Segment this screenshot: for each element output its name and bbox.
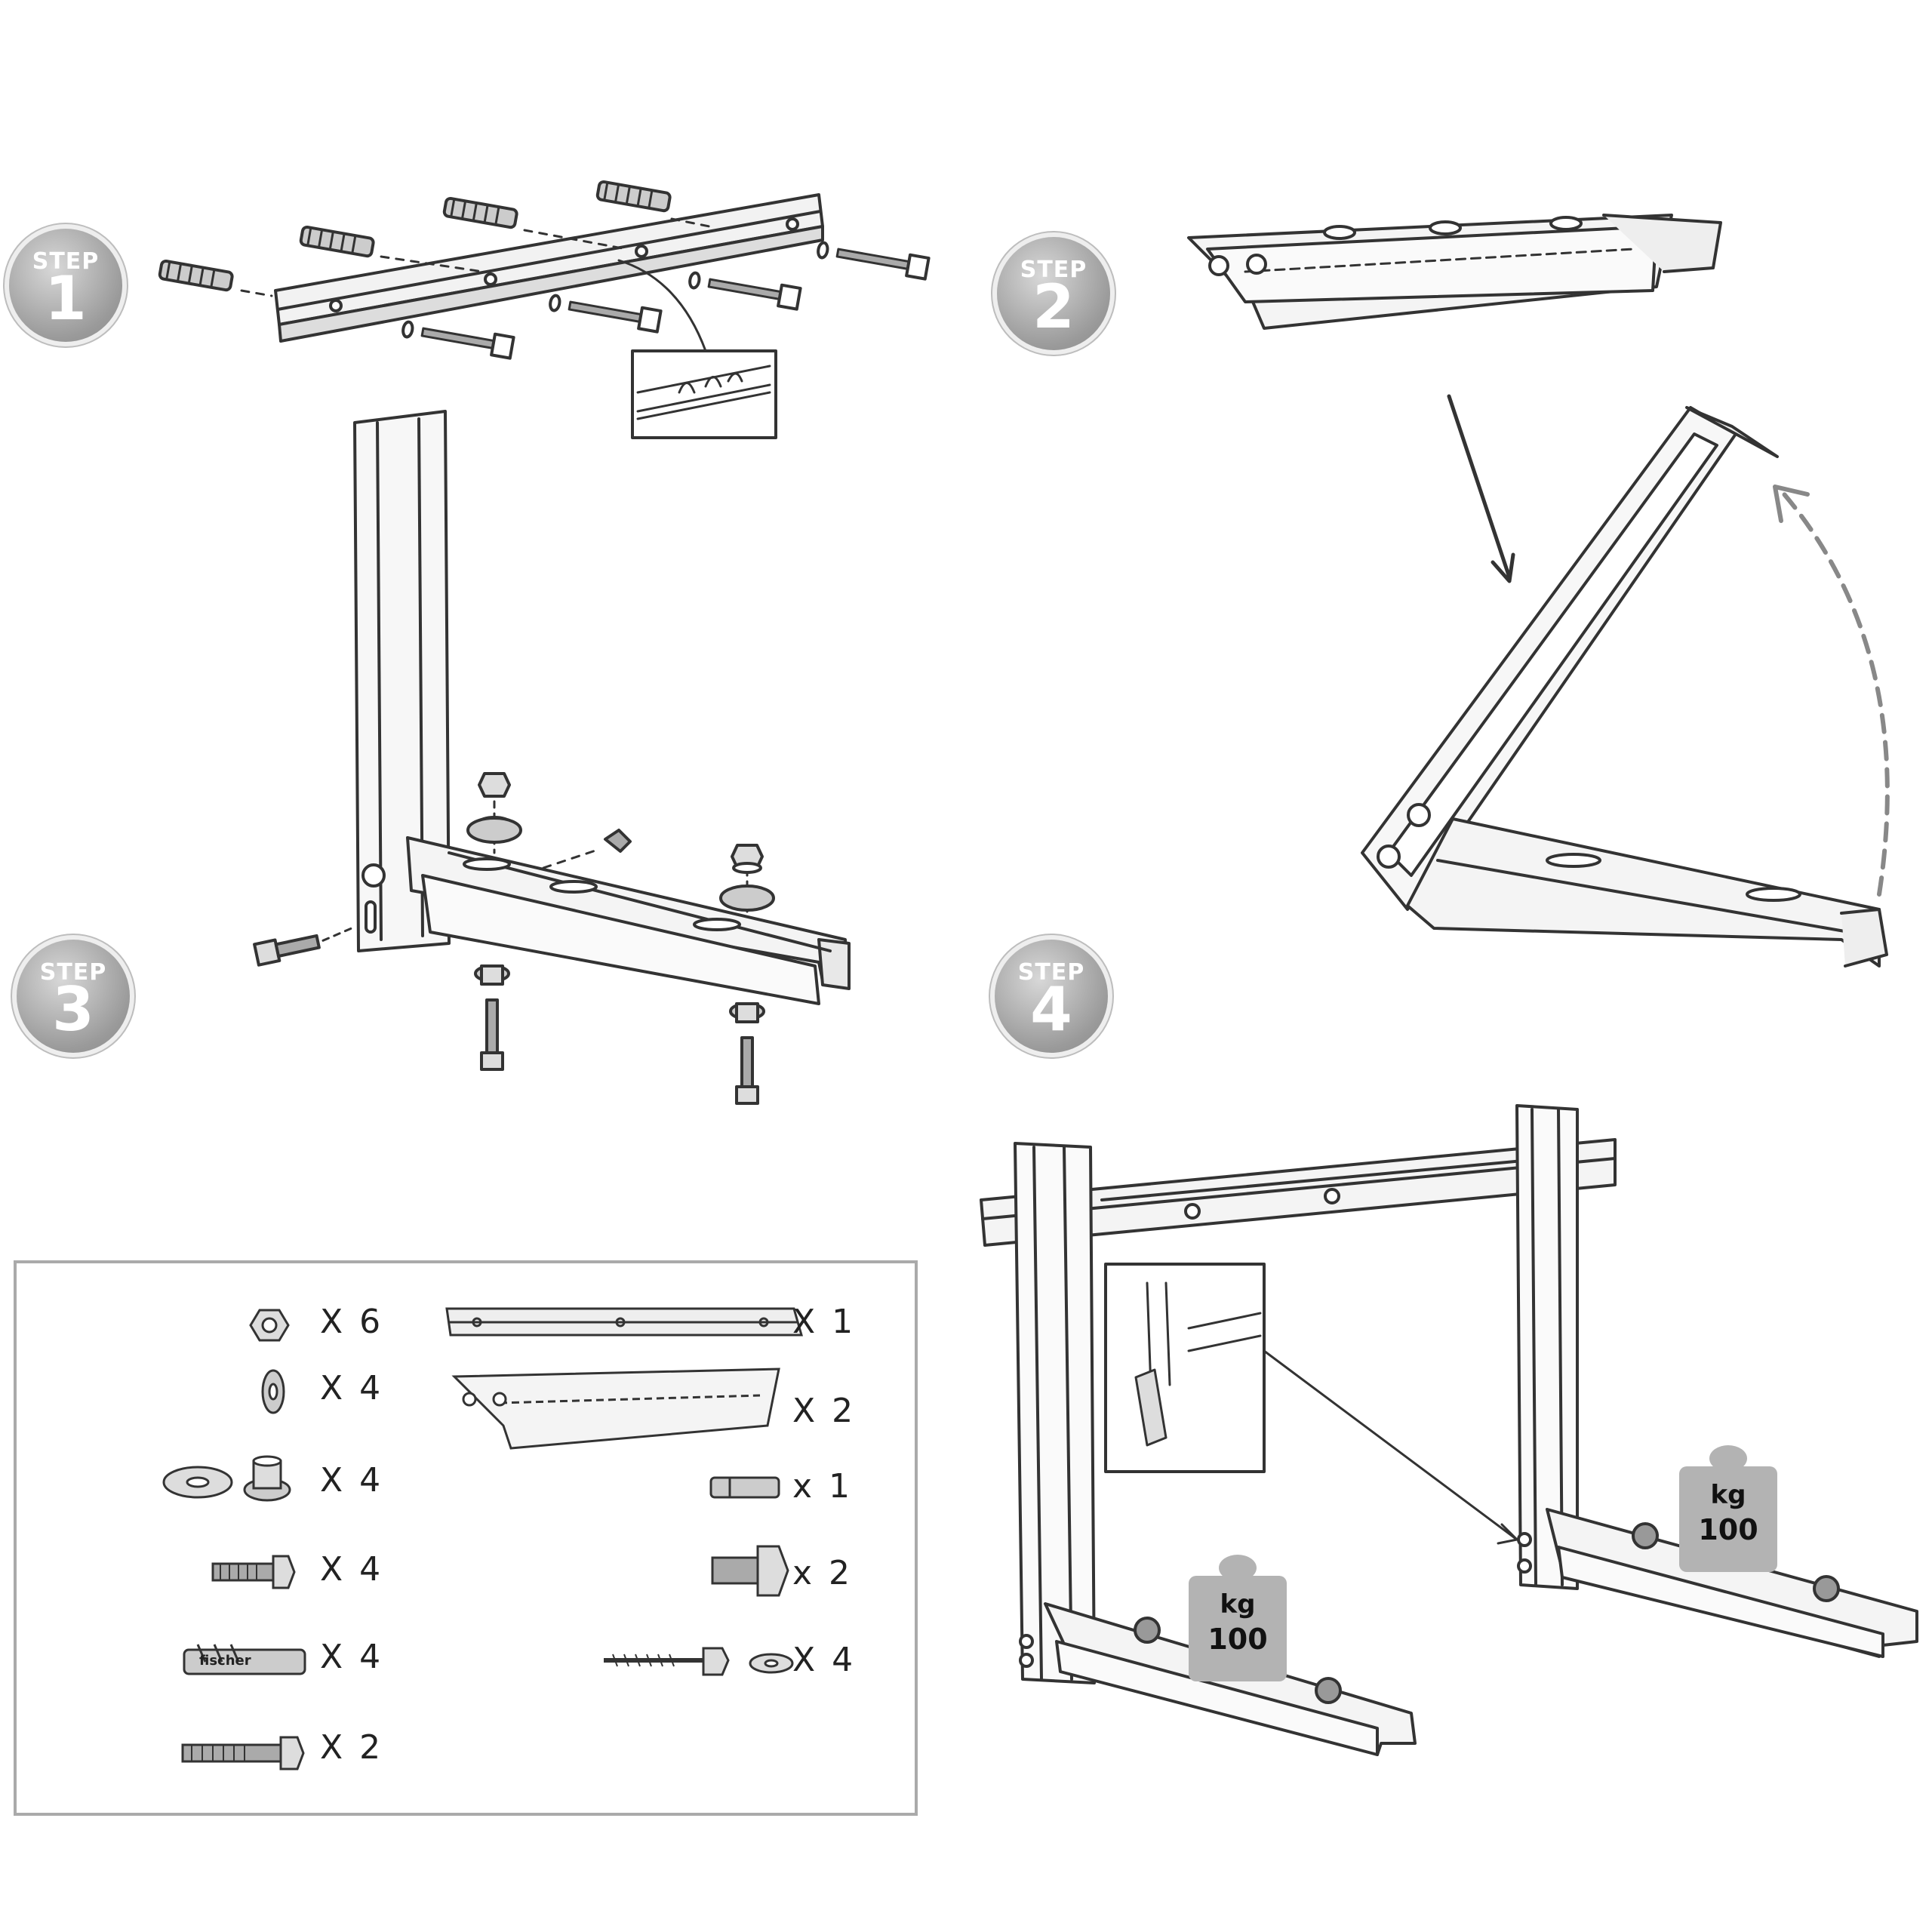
step-4-detail-inset xyxy=(1104,1263,1518,1545)
step-3-bracket xyxy=(353,410,851,1005)
qty-spring-washer: X 4 xyxy=(320,1369,384,1407)
step-1-number: 1 xyxy=(45,263,87,334)
step-4-wall-rail xyxy=(980,1138,1617,1247)
spacer-tube-icon xyxy=(709,1476,780,1499)
qty-spacer-tube: x 1 xyxy=(792,1467,854,1506)
parts-list: fischer X 6 X 4 X 4 X 4 X 4 X 2 X 1 X 2 … xyxy=(14,1260,918,1816)
step-2-number: 2 xyxy=(1032,272,1075,342)
wall-plug-icon xyxy=(183,1644,306,1675)
step-1-wall-plugs xyxy=(158,180,711,297)
step-2-down-arrow xyxy=(1447,394,1515,583)
step-3-lower-bolt-right xyxy=(729,1002,765,1105)
step-3-number: 3 xyxy=(52,974,94,1044)
step-3-fasteners xyxy=(253,772,775,1105)
hex-bolt-icon xyxy=(211,1555,296,1589)
folding-bracket-icon xyxy=(451,1367,780,1450)
weight-left-body: kg 100 xyxy=(1189,1576,1287,1681)
step-3-lower-bolt-left xyxy=(474,964,510,1071)
parts-icons xyxy=(162,1307,803,1770)
step-1-lag-screws xyxy=(401,241,931,360)
lag-screw-and-washer-icon xyxy=(604,1647,794,1676)
wall-plug-brand: fischer xyxy=(199,1653,251,1669)
step-4-right-bracket xyxy=(1515,1104,1918,1658)
step-3-label: STEP xyxy=(39,959,107,986)
qty-hex-nut: X 6 xyxy=(320,1303,384,1341)
step-1-detail-inset xyxy=(617,259,777,439)
step-1-badge: STEP 1 xyxy=(9,229,122,342)
hex-nut-icon xyxy=(249,1309,290,1342)
weight-left: kg 100 xyxy=(1189,1555,1287,1683)
step-2-badge: STEP 2 xyxy=(997,237,1110,350)
step-4-number: 4 xyxy=(1030,974,1072,1044)
qty-long-bolt: X 2 xyxy=(320,1728,384,1767)
long-bolt-icon xyxy=(181,1736,305,1770)
step-2-open-bracket xyxy=(1361,406,1888,968)
short-hex-bolt-icon xyxy=(711,1545,789,1597)
step-4-badge: STEP 4 xyxy=(995,940,1108,1053)
weight-right-unit: kg xyxy=(1710,1480,1746,1510)
step-1-wall-rail xyxy=(274,193,824,343)
rubber-pad-washer-icon xyxy=(162,1455,291,1502)
step-1-label: STEP xyxy=(32,248,100,275)
qty-rubber-pad-washer: X 4 xyxy=(320,1461,384,1500)
qty-lag-screw-and-washer: X 4 xyxy=(792,1641,857,1679)
step-4-label: STEP xyxy=(1017,959,1085,986)
step-3-badge: STEP 3 xyxy=(17,940,130,1053)
weight-left-value: 100 xyxy=(1208,1623,1268,1656)
qty-folding-bracket: X 2 xyxy=(792,1392,857,1430)
step-2-rotate-arrow xyxy=(1773,485,1890,897)
weight-right-value: 100 xyxy=(1698,1513,1758,1546)
qty-short-hex-bolt: x 2 xyxy=(792,1554,854,1592)
step-2-folded-bracket xyxy=(1187,214,1722,330)
weight-left-unit: kg xyxy=(1220,1589,1256,1620)
qty-wall-plug: X 4 xyxy=(320,1638,384,1676)
spring-washer-icon xyxy=(261,1369,285,1414)
wall-rail-icon xyxy=(445,1307,803,1337)
qty-hex-bolt: X 4 xyxy=(320,1550,384,1589)
step-2-label: STEP xyxy=(1020,257,1088,283)
weight-right-body: kg 100 xyxy=(1679,1466,1777,1572)
qty-wall-rail: X 1 xyxy=(792,1303,857,1341)
weight-right: kg 100 xyxy=(1679,1445,1777,1574)
